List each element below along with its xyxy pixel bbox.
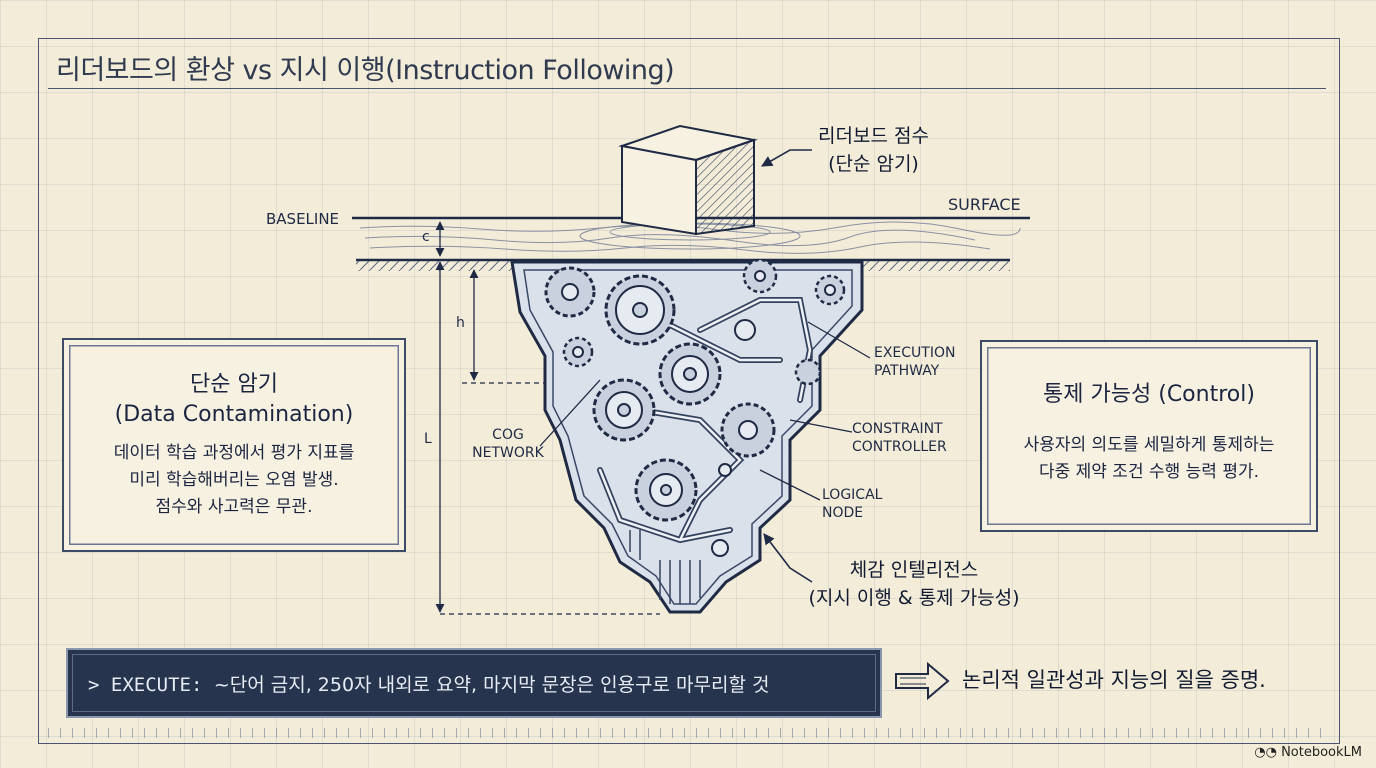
constraint-controller-label: CONSTRAINT CONTROLLER [852, 421, 947, 455]
dimension-c-label: c [422, 229, 430, 245]
control-panel: 통제 가능성 (Control) 사용자의 의도를 세밀하게 통제하는 다중 제… [980, 340, 1318, 532]
panel-heading-sub: (Data Contamination) [114, 402, 354, 427]
leaderboard-score-title: 리더보드 점수 [818, 125, 929, 147]
bottom-ruler [48, 728, 1326, 738]
cog-network-label: COG NETWORK [472, 427, 544, 461]
panel-body: 사용자의 의도를 세밀하게 통제하는 다중 제약 조건 수행 능력 평가. [1023, 435, 1275, 482]
score-cube [618, 124, 758, 236]
execution-pathway-label: EXECUTION PATHWAY [874, 345, 956, 379]
execute-prompt: > EXECUTE: [88, 674, 203, 696]
panel-heading: 통제 가능성 (Control) [1043, 382, 1255, 407]
gear-machine [510, 258, 864, 614]
logical-node-label: LOGICAL NODE [822, 487, 883, 521]
felt-intelligence-label: 체감 인텔리전스 (지시 이행 & 통제 가능성) [796, 556, 1032, 612]
felt-intelligence-arrow [763, 533, 813, 583]
dimension-h-label: h [456, 315, 465, 331]
panel-body: 데이터 학습 과정에서 평가 지표를 미리 학습해버리는 오염 발생. 점수와 … [113, 443, 355, 517]
baseline-label: BASELINE [266, 210, 340, 228]
cube-arrow [761, 149, 812, 167]
panel-heading: 단순 암기 [190, 372, 278, 397]
execute-command-text: ~단어 금지, 250자 내외로 요약, 마지막 문장은 인용구로 마무리할 것 [213, 674, 770, 696]
title-divider [48, 88, 1326, 89]
execute-command-bar: > EXECUTE: ~단어 금지, 250자 내외로 요약, 마지막 문장은 … [66, 648, 882, 718]
execute-command: > EXECUTE: ~단어 금지, 250자 내외로 요약, 마지막 문장은 … [88, 670, 769, 697]
leaderboard-score-subtitle: (단순 암기) [828, 153, 919, 175]
data-contamination-panel: 단순 암기 (Data Contamination) 데이터 학습 과정에서 평… [62, 338, 406, 552]
felt-intelligence-title: 체감 인텔리전스 [849, 559, 979, 581]
surface-label: SURFACE [948, 195, 1021, 214]
leader-lines [539, 321, 871, 501]
conclusion-arrow [895, 661, 950, 701]
dimension-lines [435, 221, 660, 615]
felt-intelligence-subtitle: (지시 이행 & 통제 가능성) [808, 587, 1020, 609]
dimension-l-label: L [424, 431, 432, 447]
conclusion-text: 논리적 일관성과 지능의 질을 증명. [962, 668, 1266, 692]
leaderboard-score-label: 리더보드 점수 (단순 암기) [818, 122, 929, 178]
notebooklm-logo-icon: ◔◔ [1254, 745, 1277, 760]
page-title: 리더보드의 환상 vs 지시 이행(Instruction Following) [56, 55, 675, 86]
notebooklm-footer: ◔◔ NotebookLM [1254, 745, 1362, 760]
blueprint-frame [38, 38, 1340, 744]
footer-brand: NotebookLM [1281, 745, 1362, 760]
